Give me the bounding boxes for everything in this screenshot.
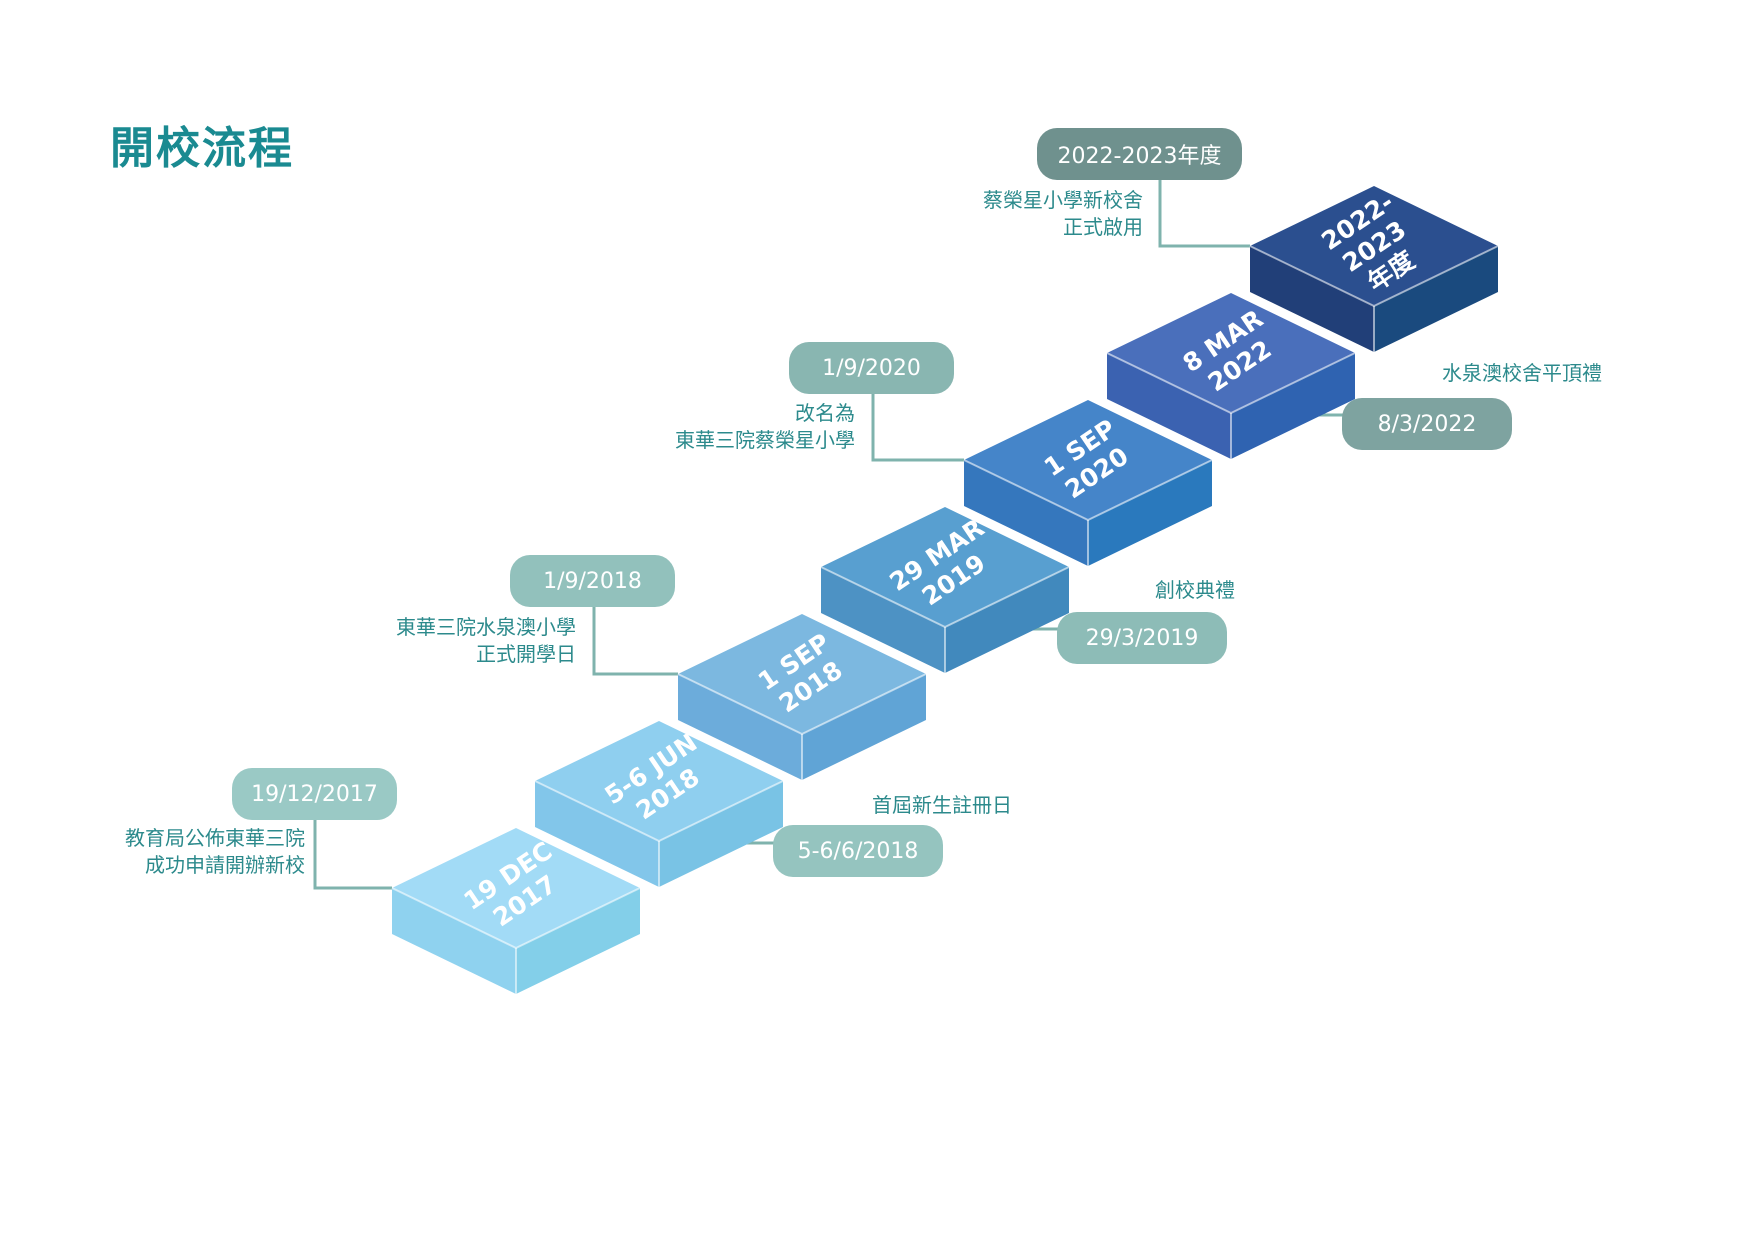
milestone-note-line: 教育局公佈東華三院: [125, 826, 305, 850]
date-pill: 29/3/2019: [1057, 612, 1227, 664]
block-front-face: [678, 674, 802, 780]
milestone-note-line: 東華三院水泉澳小學: [396, 615, 576, 639]
date-pill: 19/12/2017: [232, 768, 397, 820]
milestone-note: 教育局公佈東華三院成功申請開辦新校: [125, 825, 305, 879]
step-block: 19 DEC2017: [391, 828, 641, 994]
connector-line: [592, 607, 678, 676]
block-front-face: [964, 460, 1088, 566]
step-block: 8 MAR2022: [1106, 293, 1356, 459]
date-pill: 5-6/6/2018: [773, 825, 943, 877]
milestone-note: 水泉澳校舍平頂禮: [1442, 360, 1602, 387]
milestone-note: 首屆新生註冊日: [872, 792, 1012, 819]
milestone-note-line: 改名為: [795, 401, 855, 425]
block-front-face: [821, 567, 945, 673]
milestone-note-line: 首屆新生註冊日: [872, 793, 1012, 817]
date-pill: 1/9/2020: [789, 342, 954, 394]
milestone-note-line: 正式開學日: [476, 642, 576, 666]
connector-line: [1158, 180, 1250, 248]
date-pill: 1/9/2018: [510, 555, 675, 607]
page-title: 開校流程: [110, 123, 294, 174]
block-front-face: [535, 781, 659, 887]
milestone-note-line: 蔡榮星小學新校舍: [983, 188, 1143, 212]
milestone-note: 改名為東華三院蔡榮星小學: [675, 400, 855, 454]
block-side-face: [1231, 353, 1355, 459]
block-front-face: [1250, 246, 1374, 352]
date-pill: 2022-2023年度: [1037, 128, 1242, 180]
milestone-note: 東華三院水泉澳小學正式開學日: [396, 614, 576, 668]
connector-line: [871, 394, 964, 462]
block-side-face: [1374, 246, 1498, 352]
step-block: 5-6 JUN2018: [534, 721, 784, 887]
milestone-note-line: 東華三院蔡榮星小學: [675, 428, 855, 452]
step-block: 1 SEP2018: [677, 614, 927, 780]
milestone-note-line: 成功申請開辦新校: [145, 853, 305, 877]
block-side-face: [945, 567, 1069, 673]
block-date-label: 2022-2023年度: [1316, 187, 1432, 306]
step-block: 29 MAR2019: [820, 507, 1070, 673]
block-front-face: [392, 888, 516, 994]
block-side-face: [516, 888, 640, 994]
connector-line: [313, 820, 392, 890]
milestone-note-line: 創校典禮: [1155, 578, 1235, 602]
milestone-note-line: 水泉澳校舍平頂禮: [1442, 361, 1602, 385]
block-side-face: [1088, 460, 1212, 566]
block-side-face: [659, 781, 783, 887]
milestone-note: 蔡榮星小學新校舍正式啟用: [983, 187, 1143, 241]
step-block: 1 SEP2020: [963, 400, 1213, 566]
milestone-note: 創校典禮: [1155, 577, 1235, 604]
date-pill: 8/3/2022: [1342, 398, 1512, 450]
step-block: 2022-2023年度: [1249, 186, 1499, 352]
block-side-face: [802, 674, 926, 780]
block-front-face: [1107, 353, 1231, 459]
milestone-note-line: 正式啟用: [1063, 215, 1143, 239]
